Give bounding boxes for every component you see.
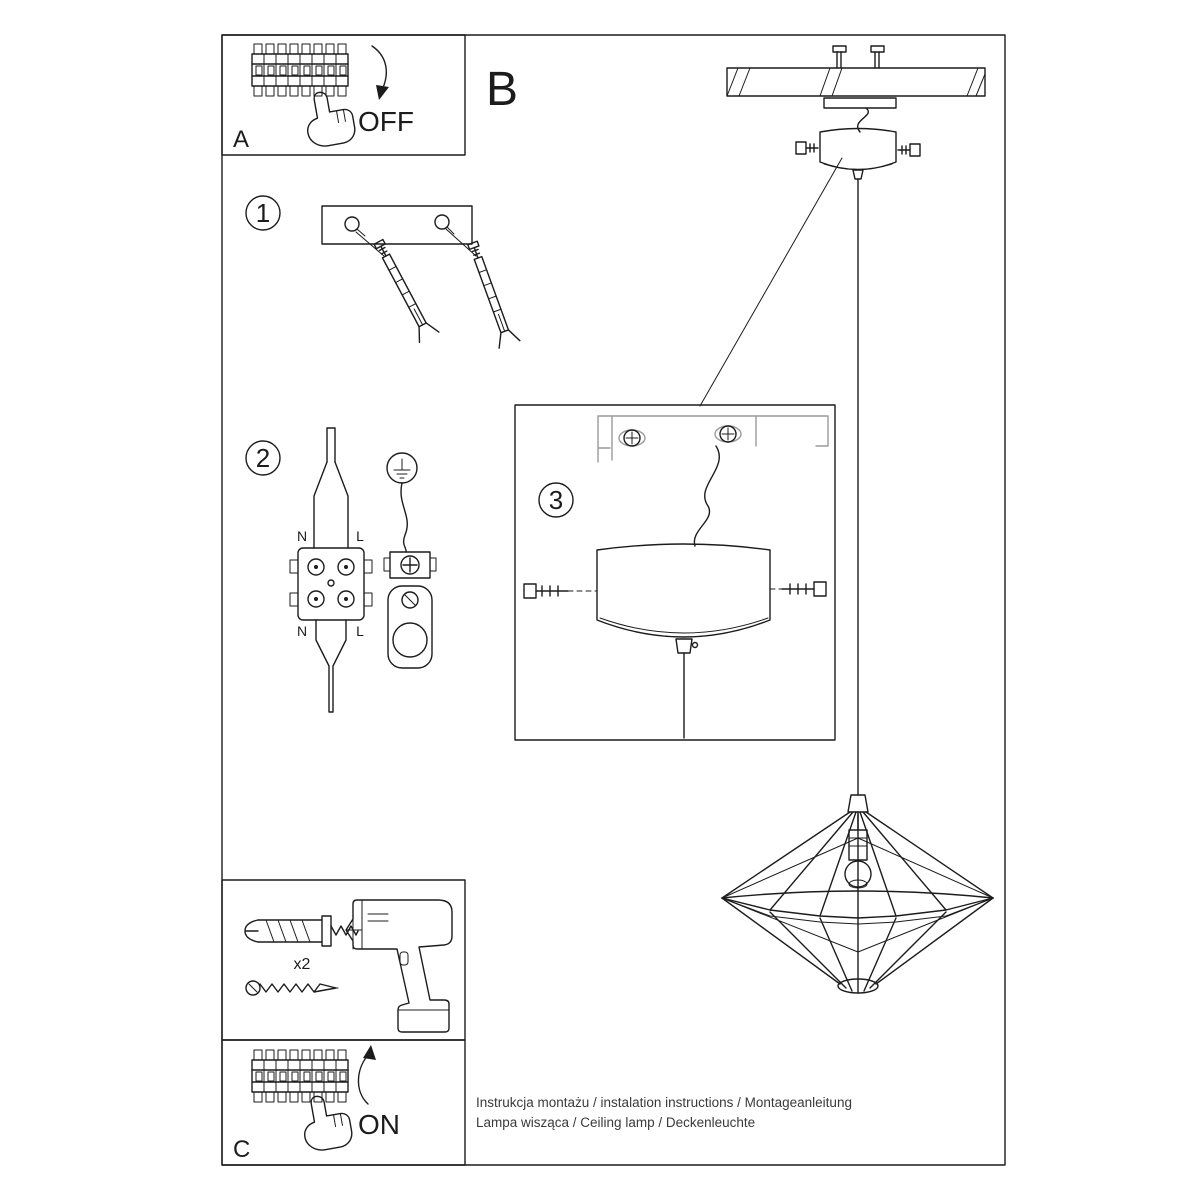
panel-c: ON C	[221, 1039, 466, 1166]
canopy-screw-left-detail	[523, 583, 597, 599]
panel-a: OFF A	[221, 34, 466, 156]
arrow-down-icon	[371, 45, 389, 100]
step-2: 2 N L N L	[245, 427, 437, 713]
cable-clamp-icon	[387, 585, 433, 669]
step-1: 1	[245, 195, 521, 349]
step-2-number: 2	[256, 443, 270, 473]
lower-cage-wires	[721, 897, 994, 994]
detail-pointer-line	[699, 157, 843, 407]
board-bolts	[832, 45, 885, 69]
label-n-top: N	[297, 528, 307, 544]
ceiling-canopy-icon	[819, 127, 897, 180]
on-label: ON	[358, 1109, 400, 1140]
detail-box	[514, 404, 836, 741]
label-l-top: L	[356, 528, 364, 544]
hardware-box-frame	[221, 879, 466, 1041]
canopy-wire-detail	[693, 445, 720, 547]
earth-symbol-icon	[386, 452, 418, 484]
step-3-badge	[538, 482, 574, 518]
panel-c-letter: C	[233, 1136, 250, 1163]
pendant-lamp-icon	[721, 794, 994, 994]
canopy-side-screw-left	[795, 141, 819, 155]
terminal-block-icon	[289, 547, 373, 621]
label-n-bottom: N	[297, 623, 307, 639]
circuit-breaker-icon	[251, 43, 349, 97]
hanger-wire	[857, 107, 869, 133]
step-3-number: 3	[549, 485, 563, 515]
wall-plug-with-screw-icon	[244, 915, 359, 947]
ceiling-board-assembly	[726, 45, 986, 180]
wall-plug-icon	[373, 238, 440, 344]
canopy-screw-right-detail	[769, 581, 827, 597]
circuit-breaker-icon	[251, 1049, 349, 1103]
ceiling-board	[726, 67, 986, 97]
footer-line-1: Instrukcja montażu / instalation instruc…	[476, 1095, 852, 1110]
earth-terminal-icon	[383, 551, 437, 579]
panel-c-frame	[221, 1039, 466, 1166]
cage-bottom-ring	[837, 978, 879, 994]
lamp-cap	[847, 794, 869, 813]
bracket-screws	[623, 425, 737, 447]
hardware-box: x2	[221, 879, 466, 1041]
footer-line-2: Lampa wisząca / Ceiling lamp / Deckenleu…	[476, 1115, 755, 1130]
supply-cable	[326, 427, 336, 463]
step-1-number: 1	[256, 198, 270, 228]
plug-quantity-label: x2	[294, 956, 311, 973]
arrow-up-icon	[357, 1045, 376, 1105]
label-l-bottom: L	[356, 623, 364, 639]
canopy-side-screw-right	[897, 143, 921, 157]
wall-plug-icon	[467, 240, 521, 349]
cage-rim-back	[721, 890, 994, 899]
step-1-badge	[245, 195, 281, 231]
outer-frame	[221, 34, 1006, 1166]
off-label: OFF	[358, 106, 414, 137]
panel-b-letter: B	[486, 63, 518, 116]
panel-a-letter: A	[233, 126, 249, 153]
mounting-bracket	[321, 205, 473, 245]
screw-icon	[245, 980, 337, 996]
upper-cage-wires	[721, 811, 994, 919]
canopy-detail	[596, 543, 771, 739]
step-3: 3	[514, 404, 836, 741]
hand-press-icon	[300, 86, 358, 150]
drill-icon	[335, 899, 453, 1033]
step-2-badge	[245, 440, 281, 476]
mounting-plate	[823, 97, 897, 109]
earth-wire	[400, 482, 408, 553]
panel-a-frame	[221, 34, 466, 156]
